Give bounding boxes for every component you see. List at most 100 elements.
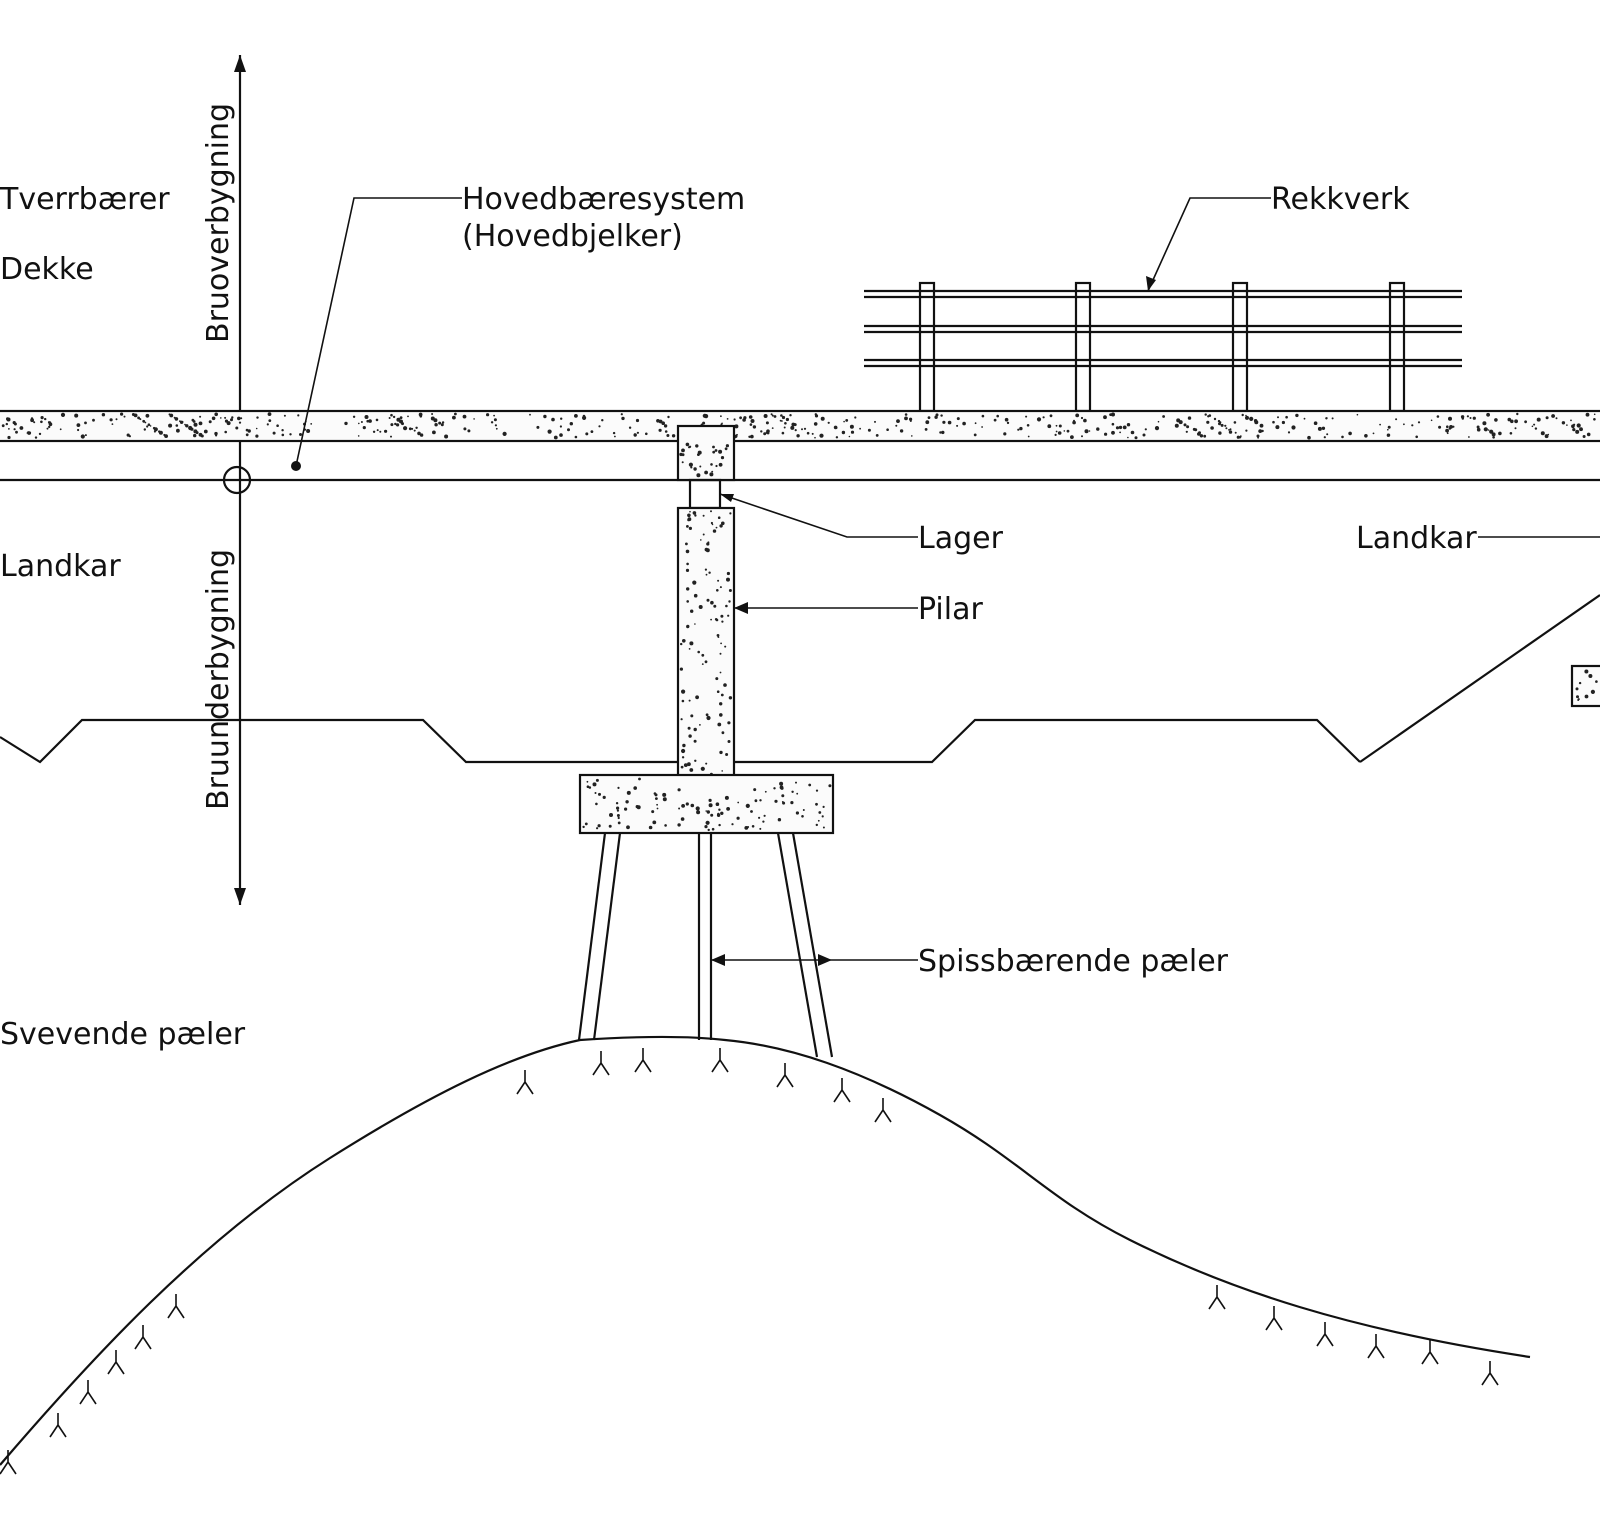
concrete-stipple xyxy=(717,636,720,638)
concrete-stipple xyxy=(681,448,685,453)
concrete-stipple xyxy=(1364,434,1368,438)
concrete-stipple xyxy=(1468,436,1470,438)
concrete-stipple xyxy=(1272,420,1275,424)
concrete-stipple xyxy=(719,586,722,589)
concrete-stipple xyxy=(822,805,825,809)
bedrock-hatch xyxy=(833,1078,851,1103)
label-lager: Lager xyxy=(918,521,1004,556)
label-landkar-left: Landkar xyxy=(0,549,121,584)
battered-pile-left xyxy=(577,832,622,1041)
concrete-stipple xyxy=(467,429,471,433)
bedrock-hatch xyxy=(516,1070,534,1095)
concrete-stipple xyxy=(1104,432,1108,436)
concrete-stipple xyxy=(781,794,785,798)
concrete-stipple xyxy=(617,786,620,790)
concrete-stipple xyxy=(843,420,845,423)
concrete-stipple xyxy=(247,429,251,433)
bedrock-hatch xyxy=(1316,1322,1334,1347)
concrete-stipple xyxy=(777,818,782,822)
concrete-stipple xyxy=(1075,413,1080,418)
concrete-stipple xyxy=(758,816,761,819)
concrete-stipple xyxy=(781,431,785,435)
concrete-stipple xyxy=(7,428,10,430)
concrete-stipple xyxy=(1019,426,1023,431)
concrete-stipple xyxy=(993,418,997,422)
concrete-stipple xyxy=(60,412,66,417)
concrete-stipple xyxy=(27,431,31,435)
concrete-stipple xyxy=(1233,421,1237,424)
concrete-stipple xyxy=(128,435,131,438)
concrete-stipple xyxy=(199,415,202,418)
concrete-stipple xyxy=(784,422,787,425)
concrete-stipple xyxy=(1476,425,1480,429)
concrete-stipple xyxy=(268,419,272,422)
concrete-stipple xyxy=(1081,435,1083,438)
concrete-stipple xyxy=(677,788,681,792)
concrete-stipple xyxy=(463,427,467,431)
concrete-stipple xyxy=(658,428,662,432)
concrete-stipple xyxy=(947,420,952,425)
concrete-stipple xyxy=(720,693,724,697)
concrete-stipple xyxy=(1234,431,1237,434)
concrete-stipple xyxy=(688,462,694,467)
concrete-stipple xyxy=(726,418,729,420)
concrete-stipple xyxy=(1545,434,1548,437)
concrete-stipple xyxy=(1162,415,1165,418)
concrete-stipple xyxy=(567,428,570,432)
concrete-stipple xyxy=(598,792,601,796)
concrete-stipple xyxy=(1047,424,1052,429)
concrete-stipple xyxy=(1083,418,1087,423)
concrete-stipple xyxy=(1472,416,1476,420)
concrete-stipple xyxy=(6,417,11,422)
concrete-stipple xyxy=(688,648,691,650)
concrete-stipple xyxy=(680,817,685,821)
concrete-stipple xyxy=(1510,419,1514,424)
concrete-stipple xyxy=(854,416,857,419)
leader-hovedbaeresystem xyxy=(291,197,462,471)
concrete-stipple xyxy=(1197,432,1201,436)
leader-lager xyxy=(719,493,918,538)
concrete-stipple xyxy=(413,429,416,432)
concrete-stipple xyxy=(582,415,587,420)
concrete-stipple xyxy=(927,416,931,419)
concrete-stipple xyxy=(685,802,689,806)
concrete-stipple xyxy=(743,416,747,420)
label-landkar-right: Landkar xyxy=(1356,521,1477,556)
concrete-stipple xyxy=(143,428,146,431)
concrete-stipple xyxy=(645,432,648,436)
concrete-stipple xyxy=(925,420,930,425)
concrete-stipple xyxy=(200,434,204,438)
cross-beam xyxy=(676,424,736,482)
concrete-stipple xyxy=(636,805,641,810)
concrete-stipple xyxy=(1142,433,1146,437)
concrete-stipple xyxy=(396,423,400,427)
concrete-stipple xyxy=(231,416,234,419)
concrete-stipple xyxy=(582,825,585,829)
concrete-stipple xyxy=(40,420,43,424)
concrete-stipple xyxy=(685,442,690,447)
concrete-stipple xyxy=(1224,424,1227,427)
concrete-stipple xyxy=(174,417,179,421)
concrete-stipple xyxy=(790,425,795,430)
concrete-stipple xyxy=(1325,417,1328,420)
concrete-stipple xyxy=(33,421,36,424)
concrete-stipple xyxy=(763,414,768,418)
concrete-stipple xyxy=(717,722,722,727)
concrete-stipple xyxy=(678,807,681,810)
concrete-stipple xyxy=(493,418,497,422)
concrete-stipple xyxy=(733,418,736,421)
concrete-stipple xyxy=(795,811,800,815)
concrete-stipple xyxy=(633,433,637,437)
concrete-stipple xyxy=(939,431,942,434)
concrete-stipple xyxy=(721,770,723,772)
concrete-stipple xyxy=(1516,412,1519,416)
bedrock-hatch xyxy=(49,1413,67,1438)
concrete-stipple xyxy=(1387,428,1389,431)
concrete-stipple xyxy=(1461,417,1465,420)
leader-pilar xyxy=(734,602,918,614)
concrete-stipple xyxy=(633,786,637,790)
concrete-stipple xyxy=(699,465,702,468)
concrete-stipple xyxy=(1570,419,1572,422)
concrete-stipple xyxy=(149,425,152,427)
concrete-stipple xyxy=(1555,417,1558,420)
